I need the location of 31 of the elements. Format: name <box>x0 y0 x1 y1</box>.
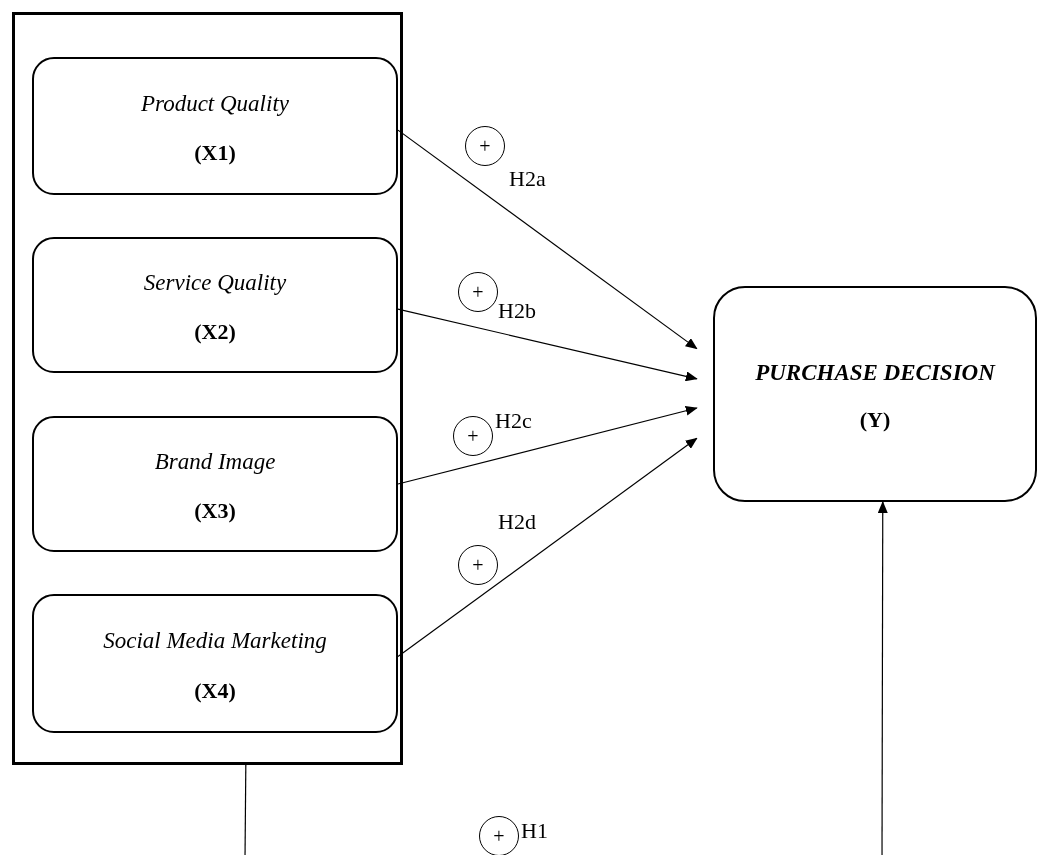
variable-box <box>32 57 398 195</box>
variable-code: (X4) <box>194 677 236 704</box>
variable-name: Service Quality <box>143 268 287 297</box>
sign-circle: + <box>465 126 505 166</box>
variable-code: (X1) <box>194 140 236 167</box>
variable-box <box>32 594 398 733</box>
hypothesis-label: H1 <box>521 818 548 844</box>
sign-circle: + <box>453 416 493 456</box>
variable-box <box>32 237 398 373</box>
arrow <box>397 405 698 485</box>
variable-name: Social Media Marketing <box>103 627 327 656</box>
arrow <box>397 308 698 382</box>
variable-code: (X3) <box>194 498 236 525</box>
hypothesis-label: H2d <box>498 509 536 535</box>
hypothesis-label: H2b <box>498 298 536 324</box>
sign-circle: + <box>458 545 498 585</box>
variable-code: (X2) <box>194 319 236 346</box>
group-frame <box>12 12 403 765</box>
arrow <box>397 129 698 350</box>
variable-code: (Y) <box>859 407 891 434</box>
hypothesis-label: H2a <box>509 166 546 192</box>
outcome-box <box>713 286 1037 502</box>
variable-name: PURCHASE DECISION <box>755 358 995 387</box>
arrow <box>877 501 888 855</box>
variable-box <box>32 416 398 552</box>
arrow <box>397 437 698 658</box>
variable-name: Brand Image <box>154 447 276 476</box>
variable-name: Product Quality <box>141 89 289 118</box>
sign-circle: + <box>458 272 498 312</box>
hypothesis-label: H2c <box>495 408 532 434</box>
sign-circle: + <box>479 816 519 855</box>
